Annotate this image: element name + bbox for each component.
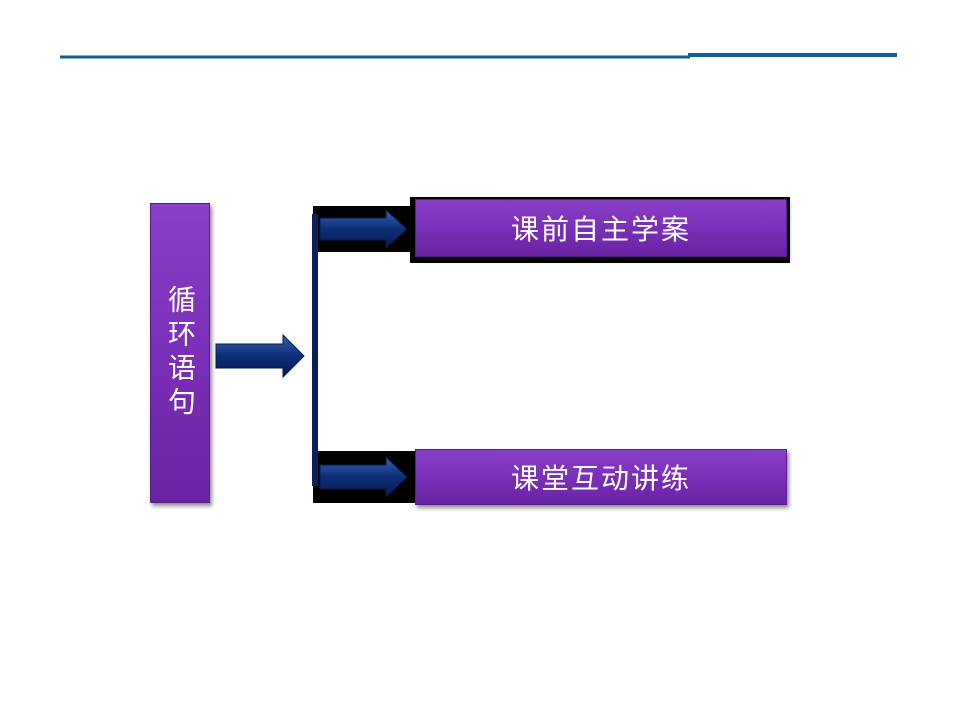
- branch-label: 课堂互动讲练: [510, 462, 691, 495]
- main-topic-box[interactable]: 循环语句: [150, 203, 210, 503]
- header-rule: [60, 53, 897, 59]
- branch-label: 课前自主学案: [510, 213, 691, 246]
- main-topic-label: 循环语句: [164, 285, 197, 421]
- branch-2-arrow: [319, 455, 408, 499]
- branch-box-pre-class-study[interactable]: 课前自主学案: [415, 199, 787, 257]
- branch-bracket: [312, 214, 318, 486]
- main-arrow: [215, 333, 305, 379]
- branch-1-arrow: [319, 208, 408, 250]
- branch-box-in-class-practice[interactable]: 课堂互动讲练: [415, 449, 787, 505]
